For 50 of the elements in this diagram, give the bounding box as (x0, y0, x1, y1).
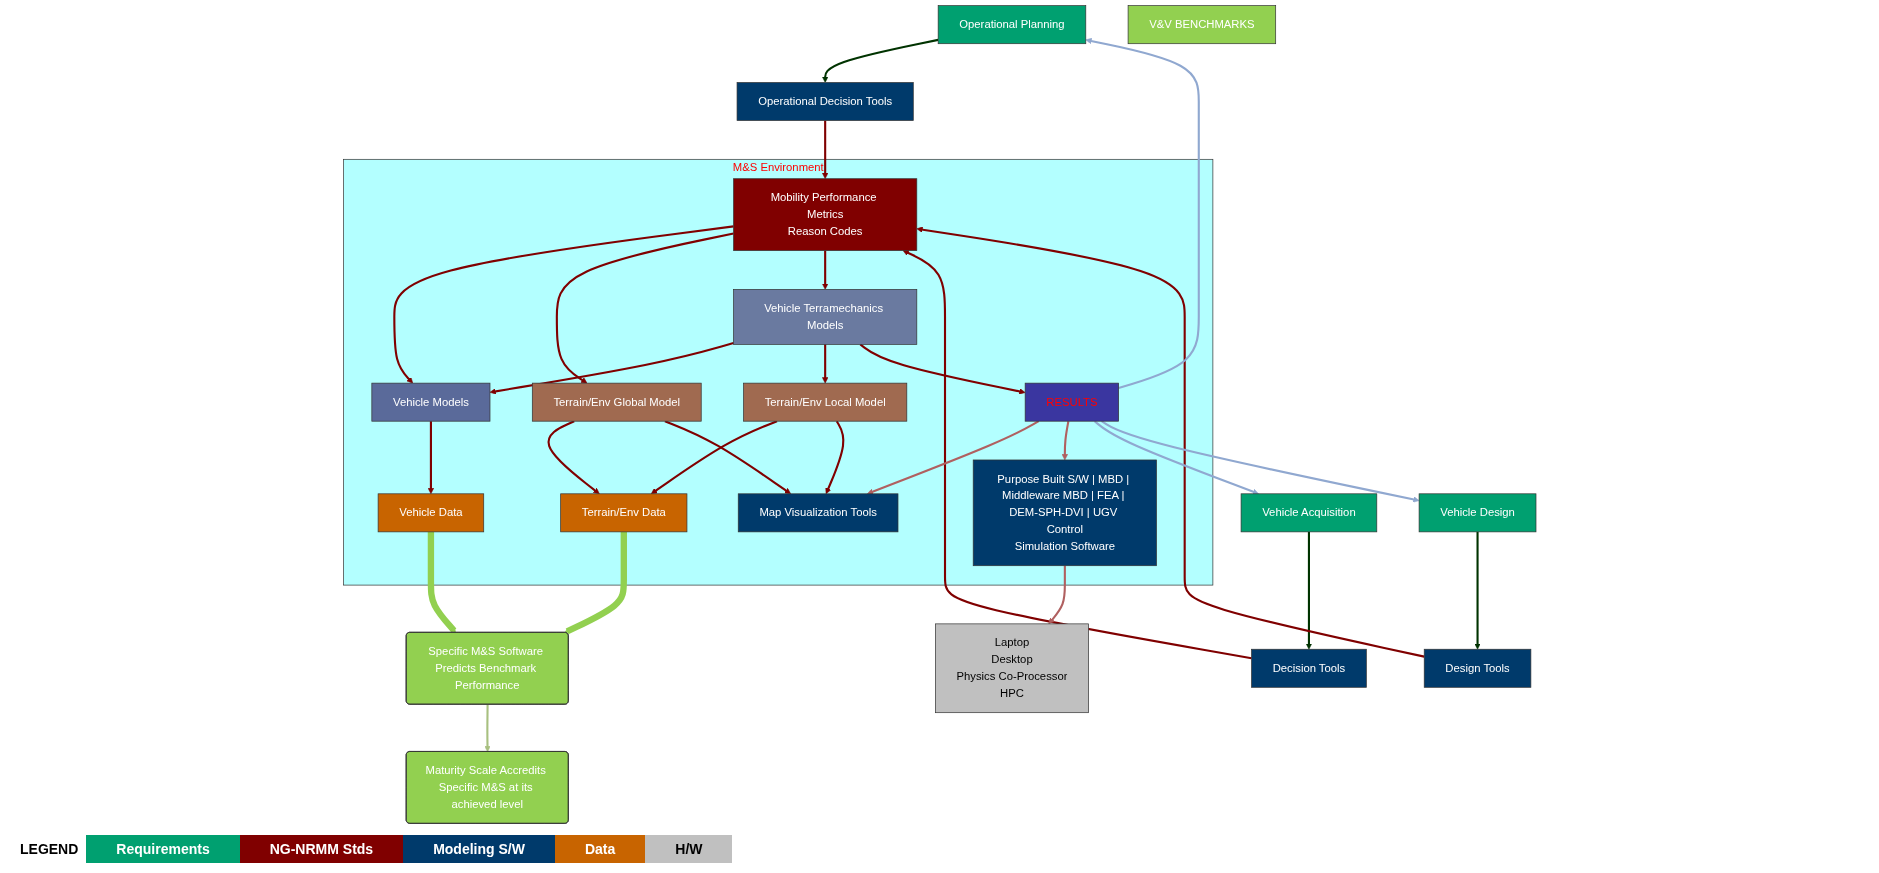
arrow (1100, 420, 1420, 503)
arrow (489, 342, 734, 395)
node-box: Mobility Performance Metrics Reason Codes (732, 178, 917, 251)
node-box: V&V BENCHMARKS (1127, 5, 1276, 45)
arrow (859, 343, 1026, 395)
legend-swatch: NG-NRMM Stds (239, 835, 404, 863)
arrow (1085, 37, 1200, 389)
arrow (427, 531, 457, 633)
arrow (1093, 420, 1259, 495)
arrow (547, 420, 600, 495)
node-box: Terrain/Env Data (560, 493, 687, 533)
legend-heading: LEGEND (20, 841, 79, 857)
arrow (484, 704, 491, 753)
arrow (427, 421, 434, 495)
arrow (821, 250, 828, 290)
node-box: Laptop Desktop Physics Co-Processor HPC (934, 623, 1089, 714)
node-box: Design Tools (1423, 648, 1531, 688)
legend-swatch: H/W (645, 835, 733, 863)
node-box: Decision Tools (1250, 648, 1367, 688)
arrow (902, 250, 1252, 660)
arrow (1305, 531, 1312, 650)
arrow (555, 232, 734, 384)
node-box: Terrain/Env Global Model (531, 382, 702, 422)
arrow (1061, 421, 1070, 461)
arrow (664, 420, 791, 495)
node-box: RESULTS (1024, 382, 1119, 422)
node-box: Vehicle Acquisition (1240, 493, 1377, 533)
arrow (821, 38, 939, 83)
legend-swatch: Requirements (86, 835, 240, 863)
node-box: Vehicle Data (377, 493, 484, 533)
node-box: Operational Decision Tools (736, 82, 914, 121)
arrow (916, 226, 1425, 658)
arrow (821, 120, 828, 179)
legend-swatch: Data (554, 835, 646, 863)
arrow (821, 344, 828, 384)
legend-swatch: Modeling S/W (403, 835, 555, 863)
node-box: Vehicle Models (371, 382, 491, 422)
arrow (392, 225, 734, 384)
arrow (866, 420, 1039, 495)
node-box: Operational Planning (937, 5, 1086, 45)
arrow (1048, 565, 1066, 625)
arrow (825, 420, 845, 495)
arrow (1474, 531, 1481, 650)
arrow (650, 420, 778, 495)
node-box: Purpose Built S/W | MBD | Middleware MBD | FEA | DEM-SPH-DVI | UGV Control Simulation Software (972, 459, 1157, 567)
node-box: Map Visualization Tools (737, 493, 898, 533)
node-box: Vehicle Terramechanics Models (732, 289, 917, 345)
arrow (563, 531, 627, 635)
node-box: Terrain/Env Local Model (742, 382, 907, 422)
node-box: Vehicle Design (1418, 493, 1536, 533)
